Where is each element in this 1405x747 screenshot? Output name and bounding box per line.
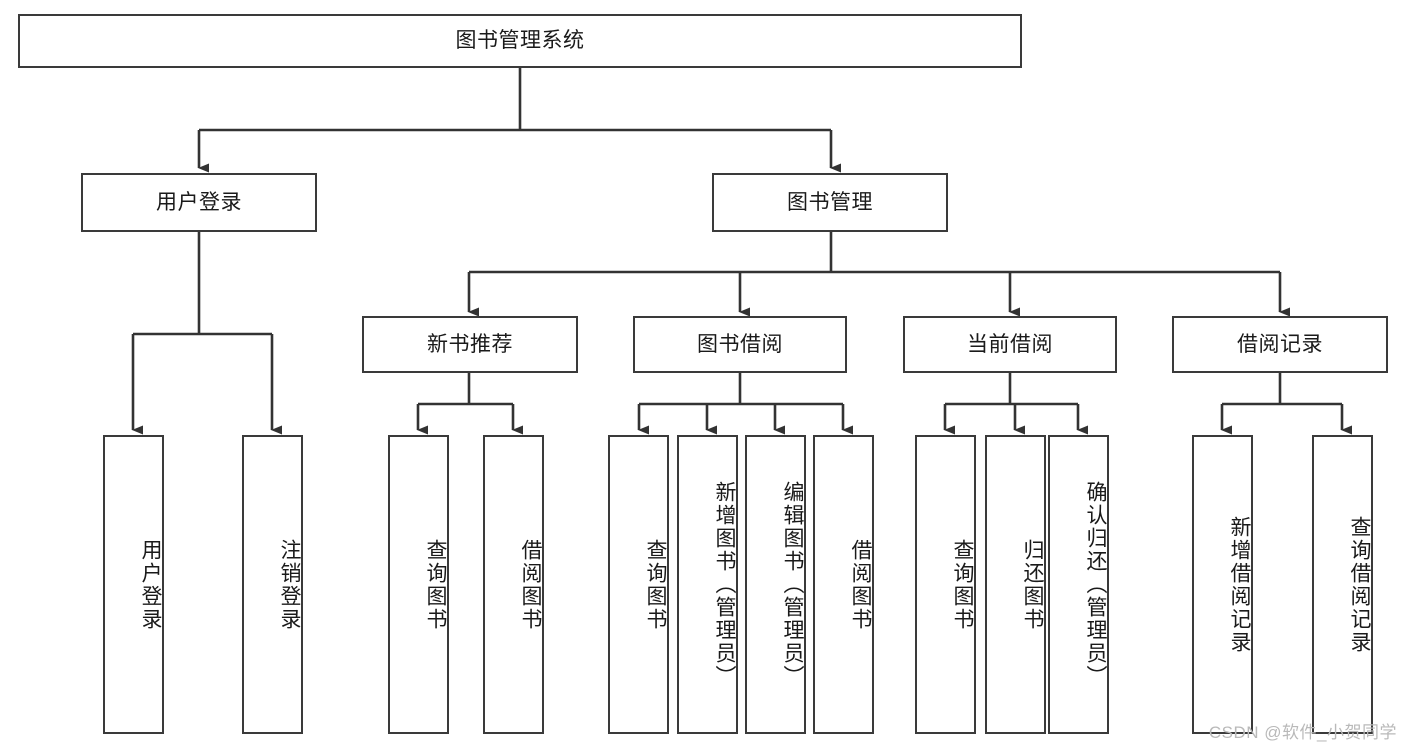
node-label: 图书借阅 (697, 332, 783, 356)
node-leaf-confirm-return[interactable]: 确认归还（管理员） (1048, 435, 1109, 734)
node-leaf-return-book[interactable]: 归还图书 (985, 435, 1046, 734)
node-leaf-edit-book[interactable]: 编辑图书（管理员） (745, 435, 806, 734)
node-leaf-borrow-book-1[interactable]: 借阅图书 (483, 435, 544, 734)
node-book-management[interactable]: 图书管理 (712, 173, 948, 232)
watermark-text: CSDN @软件_小贺同学 (1208, 723, 1397, 742)
node-label: 图书管理系统 (455, 29, 585, 53)
node-leaf-borrow-book-2[interactable]: 借阅图书 (813, 435, 874, 734)
node-leaf-logout-login[interactable]: 注销登录 (242, 435, 303, 734)
node-label: 查询图书 (644, 538, 667, 631)
node-leaf-add-record[interactable]: 新增借阅记录 (1192, 435, 1253, 734)
node-leaf-query-book-1[interactable]: 查询图书 (388, 435, 449, 734)
node-user-login[interactable]: 用户登录 (81, 173, 317, 232)
node-leaf-query-book-2[interactable]: 查询图书 (608, 435, 669, 734)
node-label: 查询图书 (424, 538, 447, 631)
node-current-borrow[interactable]: 当前借阅 (903, 316, 1117, 373)
node-label: 当前借阅 (967, 332, 1053, 356)
node-new-book-recommend[interactable]: 新书推荐 (362, 316, 578, 373)
node-label: 新增图书（管理员） (713, 481, 736, 688)
node-label: 用户登录 (139, 538, 162, 631)
node-label: 图书管理 (787, 190, 873, 214)
node-label: 编辑图书（管理员） (781, 481, 804, 688)
node-leaf-add-book[interactable]: 新增图书（管理员） (677, 435, 738, 734)
node-label: 新增借阅记录 (1228, 515, 1251, 654)
node-label: 新书推荐 (427, 332, 513, 356)
node-label: 借阅图书 (519, 538, 542, 631)
node-leaf-user-login[interactable]: 用户登录 (103, 435, 164, 734)
node-root-system[interactable]: 图书管理系统 (18, 14, 1022, 68)
node-label: 确认归还（管理员） (1084, 481, 1107, 688)
node-label: 借阅记录 (1237, 332, 1323, 356)
node-label: 查询图书 (951, 538, 974, 631)
node-book-borrow[interactable]: 图书借阅 (633, 316, 847, 373)
node-label: 查询借阅记录 (1348, 515, 1371, 654)
node-leaf-query-book-3[interactable]: 查询图书 (915, 435, 976, 734)
node-leaf-query-record[interactable]: 查询借阅记录 (1312, 435, 1373, 734)
node-label: 借阅图书 (849, 538, 872, 631)
node-borrow-record[interactable]: 借阅记录 (1172, 316, 1388, 373)
node-label: 用户登录 (156, 190, 242, 214)
node-label: 注销登录 (278, 538, 301, 631)
node-label: 归还图书 (1021, 538, 1044, 631)
